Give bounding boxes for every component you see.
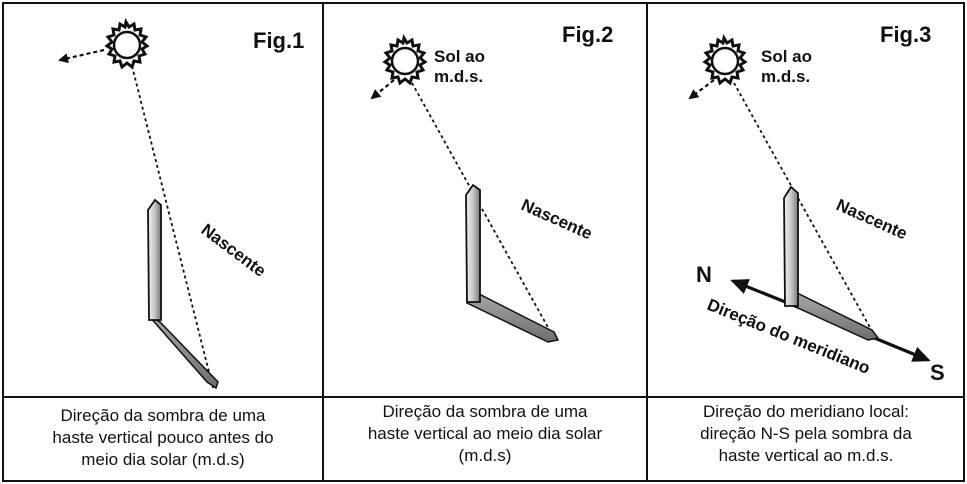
motion-arrow-icon [370, 79, 395, 100]
sun-label-line-1: Sol ao [434, 47, 485, 66]
sun-ray [131, 65, 214, 389]
caption-line-1: Direção da sombra de uma [382, 402, 588, 421]
caption-line-1: Direção do meridiano local: [703, 402, 909, 421]
caption-line-2: haste vertical ao meio dia solar [368, 424, 603, 443]
panel-fig-1: Fig.1 Nascente Direção da sombra de uma … [52, 17, 304, 469]
direction-label: Nascente [518, 195, 595, 243]
direction-label: Nascente [198, 220, 270, 281]
rod-shadow [148, 315, 219, 390]
panel-fig-2: Fig.2 Sol ao m.d.s. Nascente Direção da … [368, 22, 614, 465]
caption-line-2: direção N-S pela sombra da [700, 424, 912, 443]
motion-arrow-icon [688, 79, 715, 100]
sun-ray [411, 82, 556, 341]
vertical-rod [465, 183, 481, 303]
meridian-label: Direção do meridiano [705, 295, 873, 378]
sun-ray [733, 82, 878, 341]
sun-icon [382, 33, 428, 86]
panel-fig-3: Fig.3 Sol ao m.d.s. Nascente N S Direção… [688, 22, 945, 465]
caption-line-3: meio dia solar (m.d.s) [81, 450, 244, 469]
vertical-rod [783, 185, 799, 307]
fig-label: Fig.2 [562, 22, 613, 47]
motion-arrow-icon [58, 48, 105, 64]
sun-icon [104, 17, 150, 70]
sun-label-line-1: Sol ao [761, 47, 812, 66]
direction-label: Nascente [833, 195, 910, 243]
sun-label-line-2: m.d.s. [434, 67, 483, 86]
north-label: N [696, 262, 712, 287]
caption-line-2: haste vertical pouco antes do [52, 428, 273, 447]
caption-line-3: (m.d.s) [459, 446, 512, 465]
fig-label: Fig.1 [253, 28, 304, 53]
south-label: S [930, 360, 945, 385]
caption-line-3: haste vertical ao m.d.s. [719, 446, 894, 465]
caption-line-1: Direção da sombra de uma [60, 406, 266, 425]
vertical-rod [147, 198, 162, 321]
sun-icon [702, 33, 748, 86]
fig-label: Fig.3 [880, 22, 931, 47]
sun-label-line-2: m.d.s. [761, 67, 810, 86]
